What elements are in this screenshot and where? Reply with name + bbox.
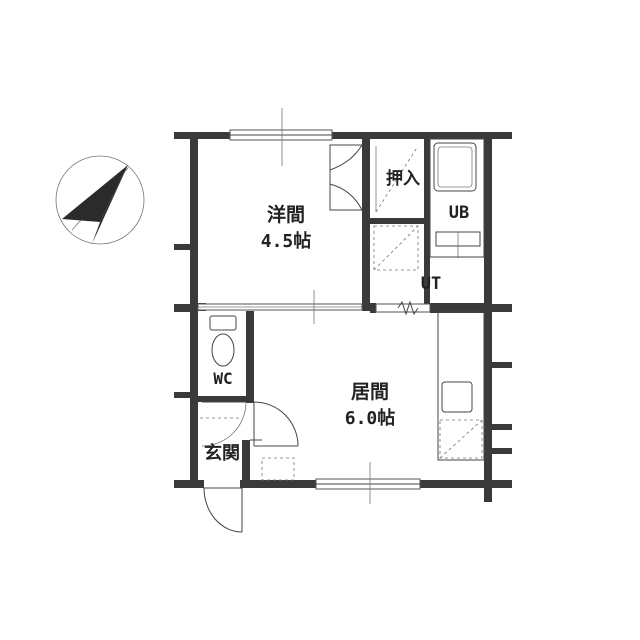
kitchen-counter <box>437 311 485 461</box>
north-arrow-tail-icon <box>92 165 128 244</box>
wall-stub-right-3 <box>484 424 512 430</box>
kitchen-sink-icon <box>441 381 473 413</box>
wall-bottom-mid <box>240 480 316 488</box>
entrance-door-swing <box>203 487 243 533</box>
western-room-size: 4.5帖 <box>261 230 312 252</box>
toilet-label: WC <box>213 369 232 388</box>
stove-space-icon <box>439 419 483 459</box>
western-room-name: 洋間 <box>267 203 305 226</box>
wall-wc-right <box>246 311 254 403</box>
wall-stub-left-2 <box>174 304 198 312</box>
walls <box>174 132 512 502</box>
wall-bottom-left <box>174 480 204 488</box>
living-door-swing <box>253 401 299 447</box>
sliding-partition <box>197 290 363 324</box>
room-labels: 洋間 4.5帖 居間 6.0帖 押入 UB UT WC 玄関 <box>204 168 469 464</box>
accordion-door-icon <box>397 300 419 316</box>
toilet-bowl-icon <box>211 333 235 367</box>
unit-bath <box>429 138 485 258</box>
wall-stub-left-3 <box>174 392 198 398</box>
compass <box>55 155 145 245</box>
bathtub-icon <box>433 142 477 192</box>
kitchen <box>437 311 485 461</box>
compass-circle <box>55 155 145 245</box>
toilet-tank-icon <box>209 315 237 331</box>
toilet <box>209 315 237 367</box>
wall-top-right <box>332 132 512 139</box>
utility-label: UT <box>421 274 441 294</box>
wall-stub-right-2 <box>484 362 512 368</box>
closet-label: 押入 <box>386 168 420 189</box>
wall-top-left <box>174 132 230 139</box>
wall-entrance-right <box>242 440 250 488</box>
wall-western-closet <box>362 139 370 311</box>
wall-closet-bath <box>424 139 430 305</box>
wall-stub-right-1 <box>484 304 512 312</box>
washer-pan-icon <box>373 225 419 271</box>
north-arrow-icon <box>62 165 128 222</box>
wall-bottom-right <box>420 480 512 488</box>
wc-door-swing <box>201 401 247 447</box>
wall-closet-utility <box>370 218 424 224</box>
living-room-name: 居間 <box>351 381 389 403</box>
wall-post-2 <box>370 303 376 313</box>
entrance-step <box>261 457 295 481</box>
closet-folding-door <box>329 144 419 213</box>
wall-stub-left-1 <box>174 244 198 250</box>
doors <box>200 401 299 533</box>
wall-stub-right-4 <box>484 448 512 454</box>
living-room-size: 6.0帖 <box>345 407 396 429</box>
wall-wc-bottom <box>198 396 254 402</box>
utility-area <box>373 225 431 316</box>
wall-utility-bottom <box>430 303 484 313</box>
bath-label: UB <box>449 203 469 223</box>
entrance-label: 玄関 <box>204 442 240 464</box>
windows <box>229 108 421 504</box>
wall-right <box>484 132 492 502</box>
